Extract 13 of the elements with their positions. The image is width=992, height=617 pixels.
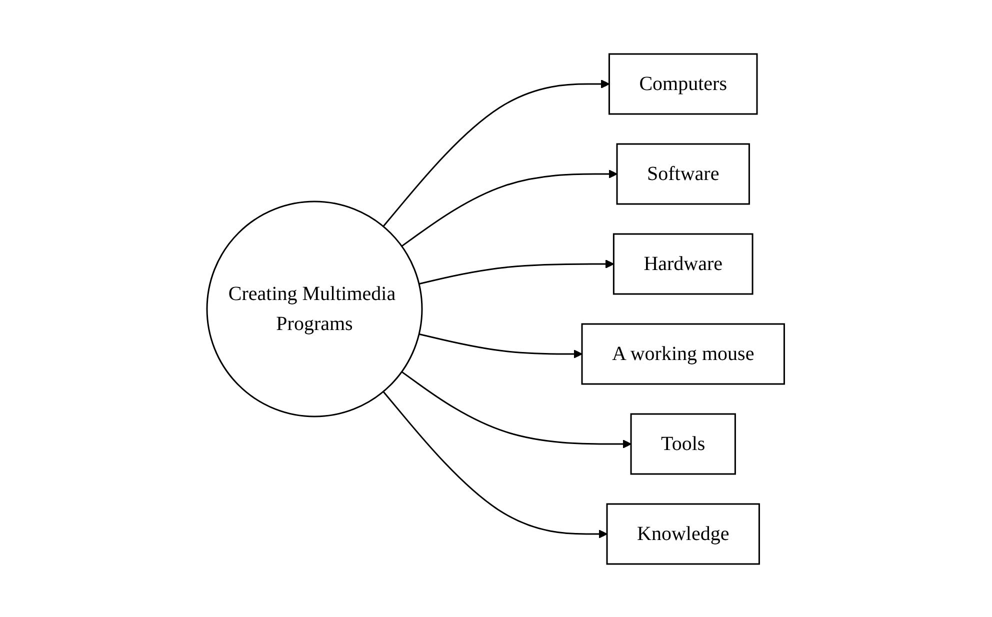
- node-circle: Creating Multimedia Programs: [206, 200, 424, 417]
- arrow: [383, 79, 610, 226]
- arrow: [383, 390, 608, 538]
- node-box: Software: [616, 142, 750, 204]
- node-box: A working mouse: [582, 322, 786, 384]
- arrow: [419, 332, 583, 358]
- arrow: [402, 370, 632, 448]
- node-box: Hardware: [613, 232, 754, 294]
- arrow: [419, 259, 614, 284]
- arrow: [402, 169, 618, 246]
- node-box: Computers: [608, 52, 758, 114]
- node-box: Tools: [630, 412, 736, 474]
- node-box: Knowledge: [606, 502, 760, 564]
